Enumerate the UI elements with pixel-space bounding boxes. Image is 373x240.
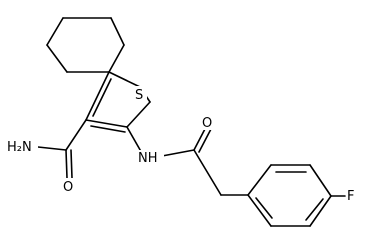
sulfur-label: S — [135, 88, 143, 103]
atom-labels: S NH H₂N O O F — [6, 86, 358, 204]
fluorine-label: F — [347, 189, 354, 204]
amine-label: NH — [138, 151, 158, 166]
cyclohexane-ring — [46, 17, 125, 73]
amide-nitrogen-label: H₂N — [7, 140, 32, 155]
carbonyl-oxygen-carboxamide-label: O — [63, 180, 73, 195]
carbonyl-oxygen-acetyl-label: O — [202, 116, 212, 131]
fluorophenyl-ring — [247, 164, 346, 227]
thiophene-ring — [85, 71, 151, 133]
carboxamide-group — [37, 119, 87, 179]
